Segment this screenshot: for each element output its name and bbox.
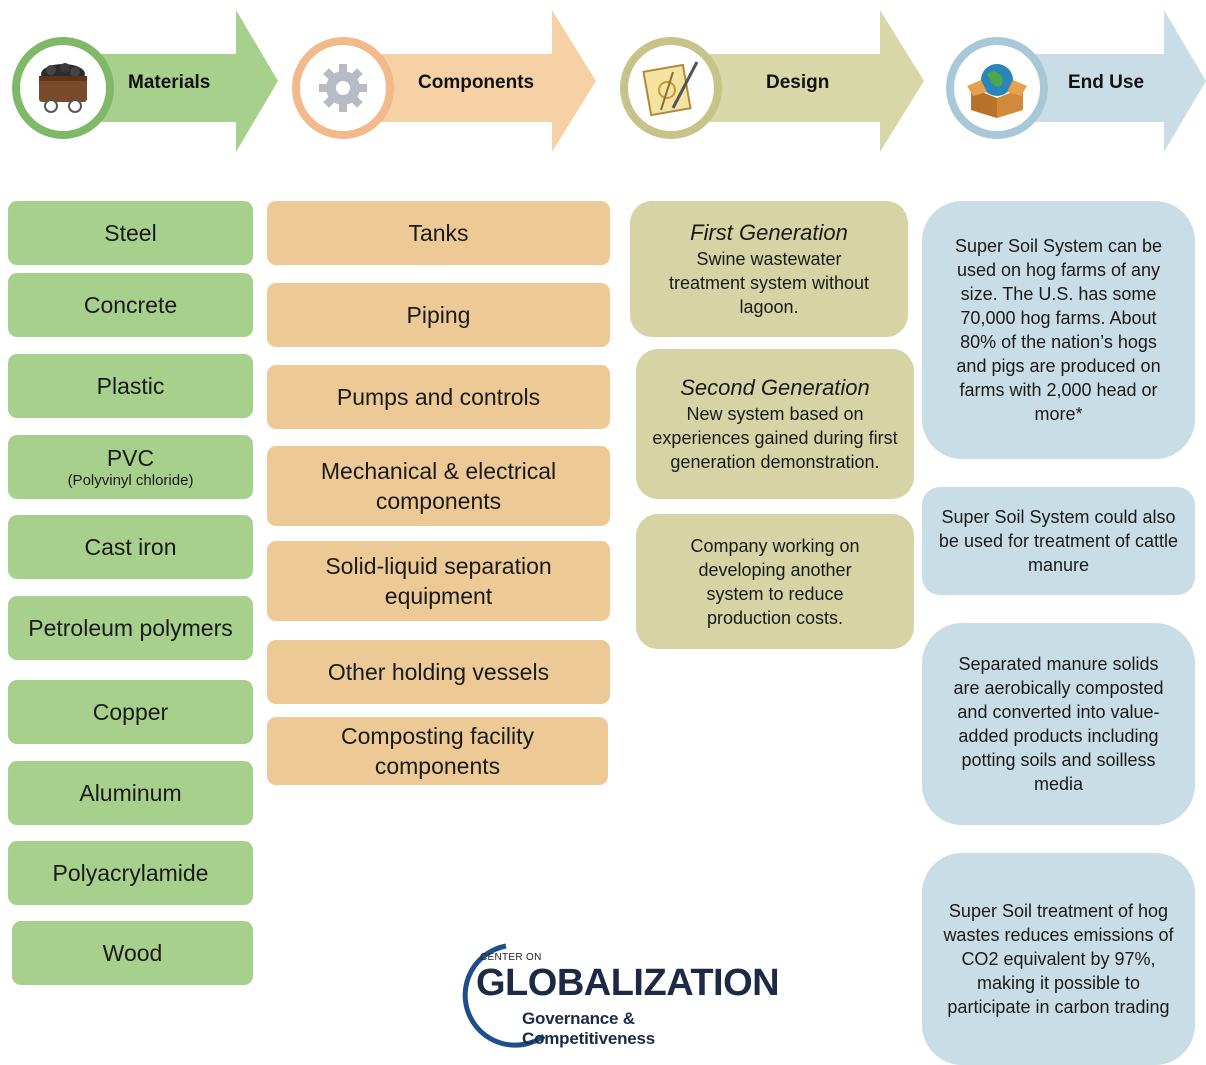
logo-arc bbox=[462, 943, 546, 1048]
logo-line-globalization: GLOBALIZATION bbox=[476, 962, 780, 1004]
component-label: Piping bbox=[406, 302, 471, 328]
header-label: Materials bbox=[128, 72, 211, 93]
design-second-generation: Second Generation New system based on ex… bbox=[636, 349, 914, 499]
design-description: Swine wastewater treatment system withou… bbox=[668, 249, 870, 317]
component-label: Solid-liquid separation equipment bbox=[325, 553, 552, 609]
material-label: PVC bbox=[106, 444, 155, 471]
icon-circle bbox=[946, 37, 1048, 139]
icon-circle bbox=[12, 37, 114, 139]
material-box: Petroleum polymers bbox=[8, 596, 253, 660]
gear-icon bbox=[319, 64, 367, 112]
material-label: Petroleum polymers bbox=[28, 614, 233, 641]
material-label: Plastic bbox=[96, 372, 165, 399]
end-use-box: Super Soil System can be used on hog far… bbox=[922, 201, 1195, 459]
design-description: Company working on developing another sy… bbox=[690, 535, 860, 628]
component-box: Tanks bbox=[267, 201, 610, 265]
material-sublabel: (Polyvinyl chloride) bbox=[67, 471, 194, 489]
end-use-box: Super Soil System could also be used for… bbox=[922, 487, 1195, 595]
material-label: Concrete bbox=[83, 291, 178, 318]
end-use-box: Super Soil treatment of hog wastes reduc… bbox=[922, 853, 1195, 1065]
end-use-text: Super Soil System can be used on hog far… bbox=[954, 236, 1163, 424]
material-box: Concrete bbox=[8, 273, 253, 337]
design-generation-title: First Generation bbox=[690, 220, 848, 245]
material-box: Aluminum bbox=[8, 761, 253, 825]
header-label: End Use bbox=[1068, 72, 1145, 93]
arrow-shape bbox=[656, 10, 924, 152]
material-box: Wood bbox=[12, 921, 253, 985]
material-box: PVC (Polyvinyl chloride) bbox=[8, 435, 253, 499]
design-next-system: Company working on developing another sy… bbox=[636, 514, 914, 649]
material-box: Plastic bbox=[8, 354, 253, 418]
logo-line-governance: Governance & Competitiveness bbox=[522, 1009, 656, 1048]
material-label: Wood bbox=[102, 939, 163, 966]
globe-box-icon bbox=[967, 64, 1027, 118]
component-box: Pumps and controls bbox=[267, 365, 610, 429]
component-box: Piping bbox=[267, 283, 610, 347]
logo-line-center-on: CENTER ON bbox=[480, 952, 542, 963]
mine-cart-icon bbox=[39, 63, 87, 113]
arrow-shape bbox=[48, 10, 278, 152]
material-label: Polyacrylamide bbox=[52, 859, 209, 886]
header-end-use: End Use bbox=[942, 10, 1206, 152]
icon-circle bbox=[292, 37, 394, 139]
component-label: Other holding vessels bbox=[327, 659, 550, 685]
end-use-text: Super Soil treatment of hog wastes reduc… bbox=[943, 901, 1174, 1017]
component-box: Composting facility components bbox=[267, 717, 608, 785]
component-label: Tanks bbox=[408, 220, 469, 246]
material-label: Cast iron bbox=[84, 533, 177, 560]
material-box: Polyacrylamide bbox=[8, 841, 253, 905]
end-use-text: Separated manure solids are aerobically … bbox=[953, 654, 1164, 794]
globalization-center-logo: CENTER ON GLOBALIZATION Governance & Com… bbox=[448, 940, 780, 1050]
component-box: Mechanical & electrical components bbox=[267, 446, 610, 526]
material-label: Aluminum bbox=[79, 779, 182, 806]
design-first-generation: First Generation Swine wastewater treatm… bbox=[630, 201, 908, 337]
material-box: Steel bbox=[8, 201, 253, 265]
material-box: Cast iron bbox=[8, 515, 253, 579]
header-label: Design bbox=[766, 72, 830, 93]
header-design: Design bbox=[616, 10, 928, 152]
end-use-text: Super Soil System could also be used for… bbox=[938, 507, 1179, 575]
component-box: Other holding vessels bbox=[267, 640, 610, 704]
arrow-shape bbox=[328, 10, 596, 152]
header-label: Components bbox=[418, 72, 535, 93]
material-label: Copper bbox=[92, 698, 169, 725]
component-label: Composting facility components bbox=[340, 723, 535, 779]
design-description: New system based on experiences gained d… bbox=[652, 404, 898, 472]
icon-circle bbox=[620, 37, 722, 139]
component-label: Pumps and controls bbox=[336, 384, 541, 410]
header-components: Components bbox=[288, 10, 600, 152]
material-box: Copper bbox=[8, 680, 253, 744]
component-box: Solid-liquid separation equipment bbox=[267, 541, 610, 621]
design-generation-title: Second Generation bbox=[680, 375, 870, 400]
component-label: Mechanical & electrical components bbox=[320, 458, 557, 514]
header-materials: Materials bbox=[8, 10, 278, 152]
end-use-box: Separated manure solids are aerobically … bbox=[922, 623, 1195, 825]
drawing-tools-icon bbox=[642, 61, 699, 117]
material-label: Steel bbox=[104, 219, 157, 246]
